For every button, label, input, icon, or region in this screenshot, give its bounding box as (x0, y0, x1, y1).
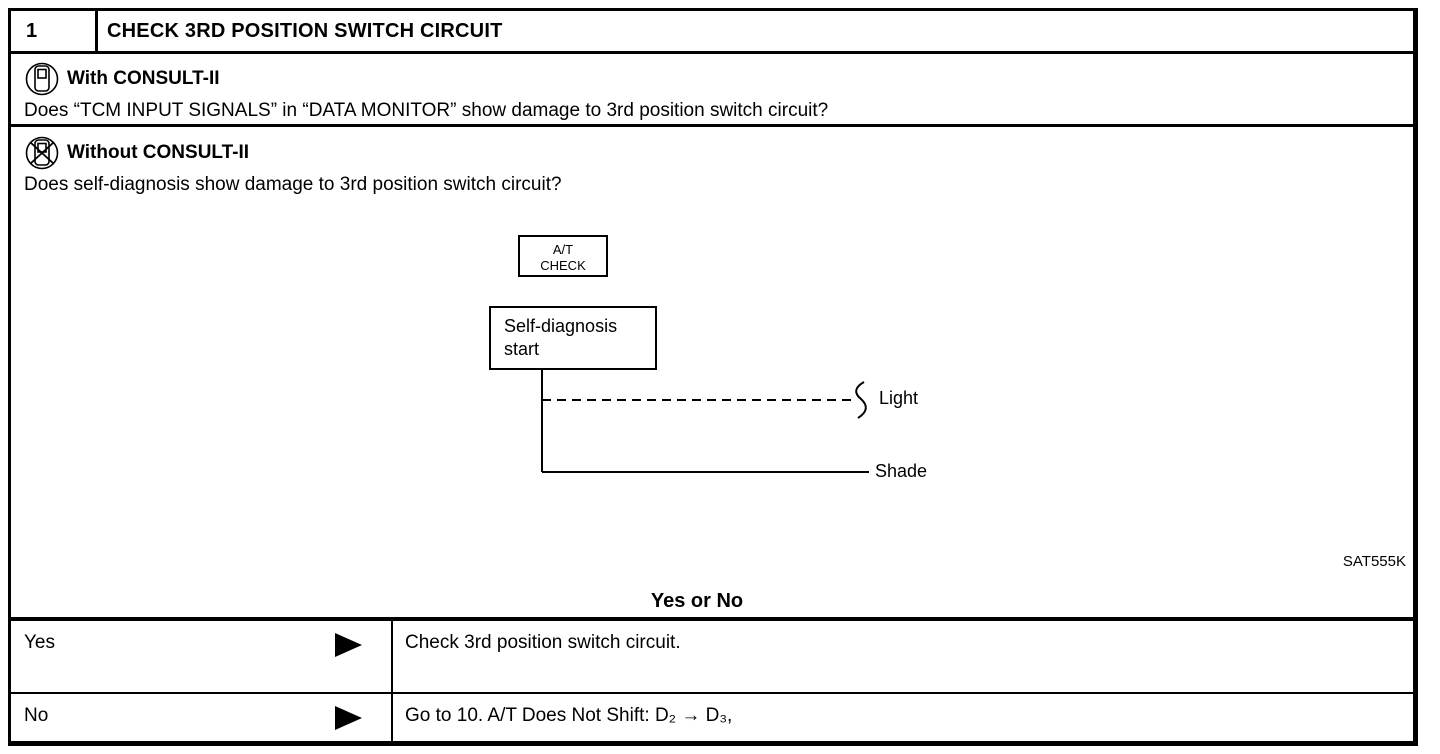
answer-label-yes: Yes (24, 632, 55, 653)
action-cell-no: Go to 10. A/T Does Not Shift: D₂ → D₃, (405, 705, 733, 726)
answer-label-no: No (24, 705, 49, 726)
at-check-line2: CHECK (540, 258, 586, 273)
selfdiag-line1: Self-diagnosis (504, 316, 618, 336)
step-title: CHECK 3RD POSITION SWITCH CIRCUIT (107, 20, 503, 42)
no-consult-tester-icon (24, 134, 60, 172)
diagnostic-step-table: 1 CHECK 3RD POSITION SWITCH CIRCUIT With… (8, 8, 1418, 746)
without-consult-heading: Without CONSULT-II (67, 142, 250, 163)
with-consult-heading-line: With CONSULT-II (24, 60, 1399, 98)
at-check-line1: A/T (552, 242, 574, 257)
answer-cell-yes: Yes (11, 621, 393, 692)
self-diagnosis-start-box: Self-diagnosis start (489, 306, 657, 370)
without-consult-section: Without CONSULT-II Does self-diagnosis s… (11, 127, 1413, 617)
arrow-right-icon (335, 633, 362, 657)
action-cell-yes: Check 3rd position switch circuit. (405, 632, 681, 653)
consult-tester-icon (24, 60, 60, 98)
without-consult-question: Does self-diagnosis show damage to 3rd p… (24, 174, 562, 195)
arrow-right-icon (335, 706, 362, 730)
decision-row-no: No Go to 10. A/T Does Not Shift: D₂ → D₃… (11, 692, 1413, 741)
with-consult-question: Does “TCM INPUT SIGNALS” in “DATA MONITO… (24, 100, 829, 121)
decision-row-yes: Yes Check 3rd position switch circuit. (11, 617, 1413, 692)
blink-squiggle-icon (855, 381, 867, 419)
at-check-indicator-box: A/T CHECK (518, 235, 608, 277)
step-header-row: 1 CHECK 3RD POSITION SWITCH CIRCUIT (11, 11, 1413, 54)
signal-timing-lines (539, 368, 884, 485)
step-number: 1 (11, 11, 98, 51)
without-consult-heading-line: Without CONSULT-II (24, 134, 1399, 172)
figure-code: SAT555K (1342, 553, 1406, 570)
answer-cell-no: No (11, 694, 393, 741)
with-consult-heading: With CONSULT-II (67, 68, 220, 89)
decision-prompt: Yes or No (650, 590, 744, 612)
shade-label: Shade (875, 461, 928, 481)
selfdiag-line2: start (504, 339, 540, 359)
with-consult-section: With CONSULT-II Does “TCM INPUT SIGNALS”… (11, 54, 1413, 127)
light-label: Light (879, 388, 919, 408)
